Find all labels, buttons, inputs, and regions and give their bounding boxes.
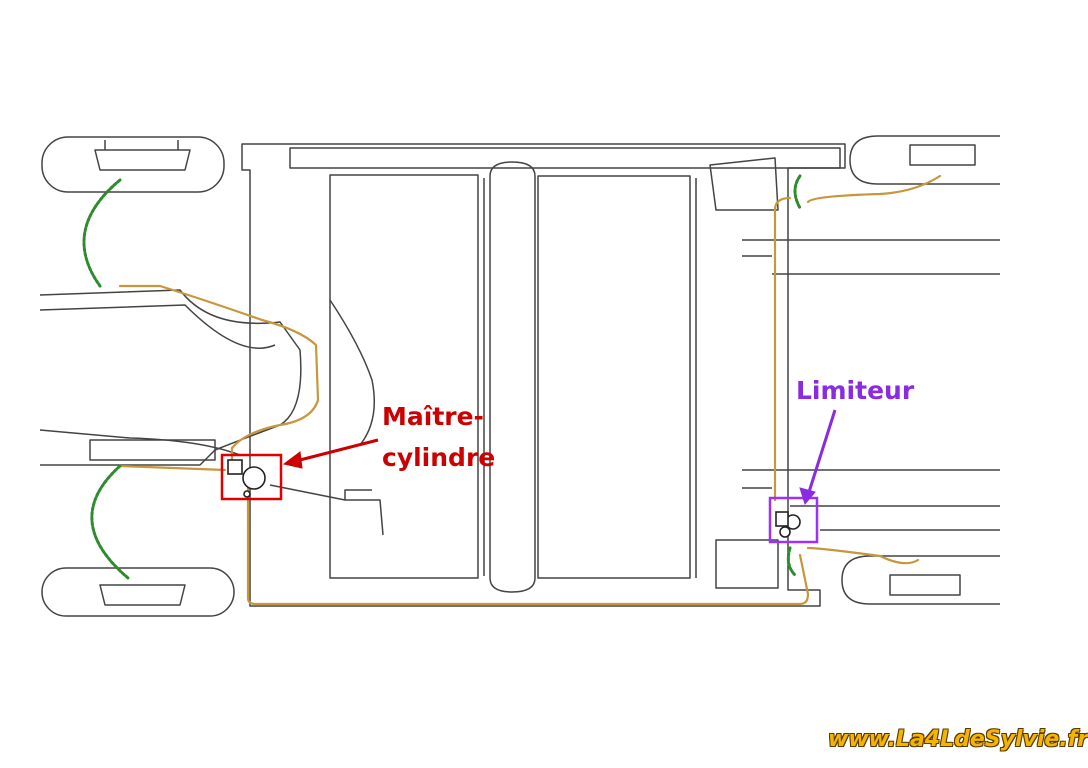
front-crossmember (289, 147, 841, 169)
master-cylinder-arrow (282, 438, 379, 469)
front-subframe (39, 289, 302, 466)
brake-pipe-front-right (118, 464, 227, 472)
brake-pipe-rear-right-arm (806, 174, 942, 204)
rear-axle-lower-beam (742, 469, 1000, 507)
limiter-highlight-box (768, 496, 819, 544)
rear-left-wheel (849, 135, 1000, 185)
brake-circuit-diagram: Maître- cylindre Limiteur www.La4LdeSylv… (39, 135, 1088, 752)
master-cylinder-highlight-box (220, 453, 283, 501)
brake-hose-rear-right (786, 546, 797, 577)
left-floor-panel (329, 174, 479, 579)
body-frame (241, 143, 846, 607)
brake-hose-front-left (82, 178, 122, 288)
brake-pipe-rear-left (773, 196, 792, 502)
limiter-arrow (799, 409, 837, 506)
central-tunnel (489, 161, 536, 593)
brake-pipe-main (246, 486, 810, 606)
master-cylinder (227, 459, 266, 498)
chassis-schematic (39, 135, 1000, 617)
rear-right-wheel (841, 555, 1000, 605)
brake-pipe-front-left (118, 284, 320, 472)
right-floor-panel (537, 175, 691, 579)
brake-hose-rear-left (793, 174, 802, 210)
pedal-assembly (269, 484, 384, 536)
rear-axle-upper-beam (742, 239, 1000, 275)
brake-hose-front-right (90, 464, 130, 580)
limiter-label: Limiteur (796, 376, 915, 405)
steering-rack (89, 439, 216, 461)
watermark: www.La4LdeSylvie.fr (828, 727, 1088, 752)
brake-pipe-rear-right (806, 546, 920, 565)
front-left-wheel (41, 136, 225, 193)
brake-limiter (775, 511, 801, 538)
front-right-wheel (41, 567, 235, 617)
master-cylinder-label-line2: cylindre (382, 443, 496, 472)
master-cylinder-label-line1: Maître- (382, 402, 484, 431)
